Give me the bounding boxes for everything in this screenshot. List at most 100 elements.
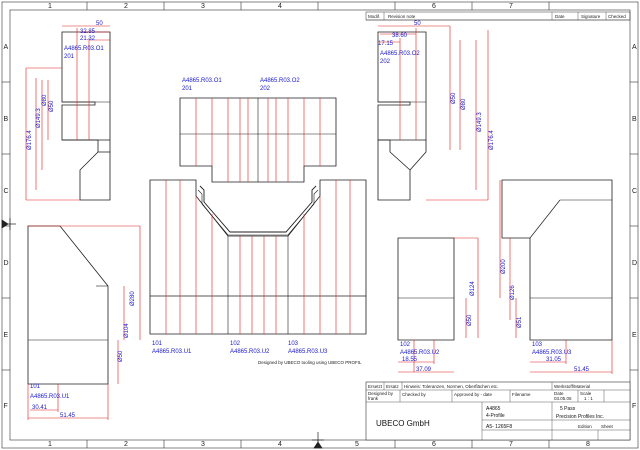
row-label: B (632, 116, 637, 123)
part-label: A4865.R03.U1 (152, 349, 192, 355)
row-label: A (4, 44, 9, 51)
tb-designed-label: Designed by (368, 391, 394, 396)
row-label: C (4, 188, 9, 195)
col-label: 4 (278, 3, 282, 10)
pass-count: 5 Pass (560, 406, 576, 412)
row-label: E (4, 332, 9, 339)
row-label: B (4, 116, 9, 123)
part-label: 101 (152, 341, 163, 347)
dim-label: 38.60 (392, 33, 408, 39)
drawing-title: 4-Profile (486, 413, 505, 419)
drawing-no: A4865 (486, 406, 501, 412)
dim-label: Ø126 (510, 285, 516, 300)
dim-label: Ø50 (118, 350, 124, 362)
col-label: 4 (278, 441, 282, 448)
col-label: 2 (124, 3, 128, 10)
view-top-right-profile: 50 38.60 17.15 A4865.R03.O2 202 Ø50 Ø80 … (377, 21, 495, 201)
part-label: A4865.R03.U2 (400, 350, 440, 356)
dim-label: 30.41 (32, 405, 48, 411)
centering-mark-bottom (312, 432, 324, 449)
row-label: D (4, 260, 9, 267)
part-label: 201 (64, 54, 75, 60)
tb-scale-label: Scale (580, 391, 592, 396)
part-label: A4865.R03.U1 (30, 394, 70, 400)
frame-column-labels-top: 1 2 3 4 6 7 (48, 3, 513, 10)
view-bottom-right-a-profile: Ø124 Ø50 102 A4865.R03.U2 18.55 37.09 (397, 237, 479, 373)
tb-edition-label: Edition (578, 424, 592, 429)
col-label: 2 (124, 441, 128, 448)
part-label: 202 (260, 86, 271, 92)
col-label: 3 (201, 441, 205, 448)
col-label: 6 (432, 3, 436, 10)
dim-label: Ø176.4 (489, 130, 495, 150)
document-number: A5- 1265F8 (486, 424, 512, 430)
tb-date-label: Date (554, 391, 564, 396)
dim-label: Ø50 (467, 314, 473, 326)
part-label: A4865.R03.O1 (64, 46, 104, 52)
dim-label: 51.45 (574, 367, 590, 373)
centering-mark-left (1, 218, 16, 230)
revision-header-signature: Signature (581, 14, 601, 19)
dim-label: 50 (96, 21, 103, 27)
part-label: A4865.R03.U2 (230, 349, 270, 355)
col-label: 8 (586, 441, 590, 448)
revision-header-note: Revision note (388, 14, 416, 19)
part-label: 102 (230, 341, 241, 347)
row-label: D (632, 260, 637, 267)
col-label: 5 (355, 441, 359, 448)
dim-label: Ø200 (501, 259, 507, 274)
col-label: 6 (432, 441, 436, 448)
tb-material: Werkstoff/Material (554, 384, 590, 389)
dim-label: 37.09 (416, 367, 432, 373)
col-label: 1 (48, 441, 52, 448)
dim-label: Ø51 (517, 316, 523, 328)
title-block: Ersetzt Ersatz Hinweis: Toleranzen, Norm… (365, 381, 631, 441)
tb-date-value: 03.05.05 (554, 396, 572, 401)
tb-checked-label: Checked by (402, 392, 427, 397)
row-label: F (4, 403, 8, 410)
part-label: A4865.R03.O2 (260, 78, 300, 84)
row-label: C (632, 188, 637, 195)
tb-sheet-label: Sheet (601, 424, 614, 429)
part-label: A4865.R03.O2 (380, 51, 420, 57)
part-label: 202 (380, 59, 391, 65)
tb-designed-value: frank (368, 396, 379, 401)
dim-label: 17.15 (378, 41, 394, 47)
dim-label: 21.32 (80, 36, 96, 42)
tb-replacement: Ersatz (386, 384, 400, 389)
dim-label: Ø50 (49, 100, 55, 112)
row-label: E (632, 332, 637, 339)
tb-replaced: Ersetzt (368, 384, 383, 389)
revision-header-date: Date (555, 14, 565, 19)
dim-label: 32.85 (80, 29, 96, 35)
designed-note: Designed by UBECO tooling using UBECO PR… (258, 360, 362, 365)
part-label: 201 (182, 86, 193, 92)
view-center-lower-rolls: 101 A4865.R03.U1 102 A4865.R03.U2 103 A4… (149, 179, 367, 365)
row-label: A (632, 44, 637, 51)
dim-label: Ø149.3 (36, 108, 42, 128)
col-label: 7 (509, 441, 513, 448)
part-label: 102 (400, 342, 411, 348)
dim-label: 51.45 (60, 413, 76, 419)
part-label: A4865.R03.U3 (532, 350, 572, 356)
revision-table: Modif. Revision note Date Signature Chec… (365, 11, 631, 21)
revision-header-checked: Checked (608, 14, 626, 19)
tb-note: Hinweis: Toleranzen, Normen, Oberflächen… (404, 384, 498, 389)
dim-label: 18.55 (402, 357, 418, 363)
customer-name: Precision Profiles Inc. (556, 414, 604, 420)
view-bottom-left-profile: Ø280 Ø104 Ø50 101 A4865.R03.U1 30.41 51.… (27, 225, 141, 420)
company-name: UBECO GmbH (376, 419, 430, 428)
tb-approved-label: Approved by - date (454, 392, 493, 397)
view-top-left-profile: 50 32.85 21.32 A4865.R03.O1 201 Ø176.4 Ø… (25, 21, 111, 201)
view-top-center-upper-rolls: A4865.R03.O1 201 A4865.R03.O2 202 (179, 78, 337, 183)
view-bottom-right-b-profile: Ø200 Ø126 Ø51 103 A4865.R03.U3 31.05 51.… (499, 179, 613, 374)
row-label: F (632, 403, 636, 410)
col-label: 1 (48, 3, 52, 10)
part-label: 103 (288, 341, 299, 347)
dim-label: Ø176.4 (27, 130, 33, 150)
dim-label: Ø50 (451, 92, 457, 104)
frame-row-labels: A B C D E F A B C D E F (4, 44, 638, 410)
frame-column-labels-bottom: 1 2 3 4 5 6 7 8 (48, 441, 590, 448)
tb-filename-label: Filename (512, 392, 531, 397)
